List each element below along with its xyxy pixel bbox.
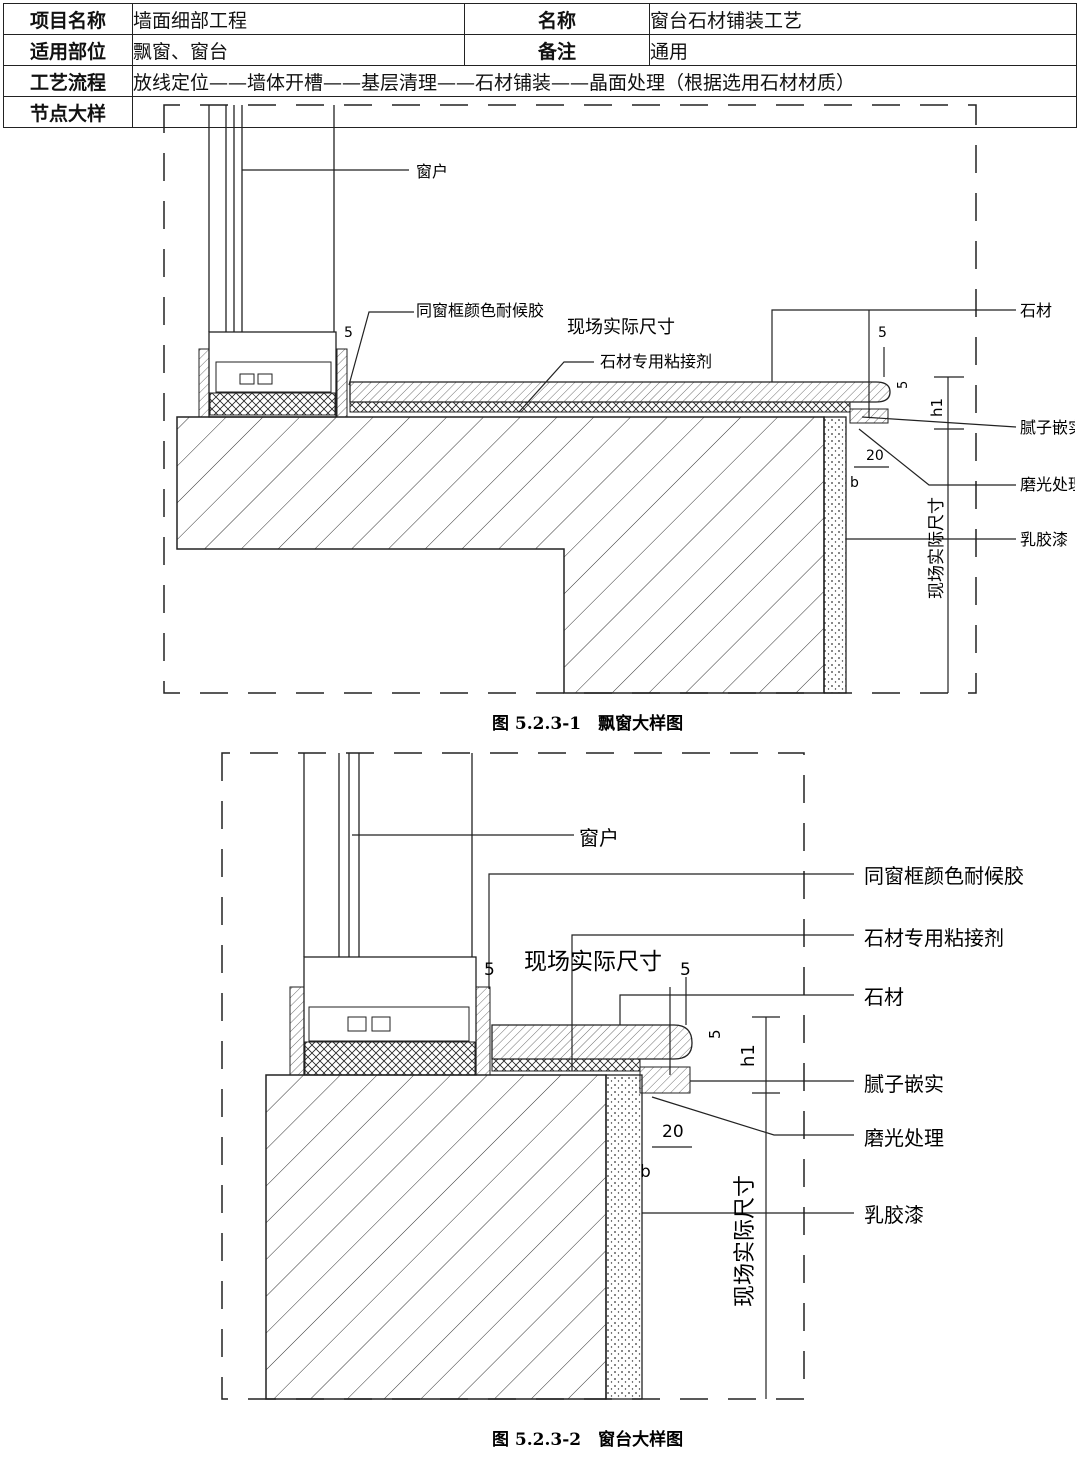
process-label: 工艺流程: [3, 65, 133, 97]
fig2-polish-label: 磨光处理: [864, 1126, 944, 1150]
fig1-h1: h1: [928, 398, 946, 417]
fig1-site-size-v: 现场实际尺寸: [927, 497, 947, 599]
fig2-window-label: 窗户: [579, 826, 619, 850]
fig2-caption: 图 5.2.3-2 窗台大样图: [492, 1429, 683, 1450]
fig1-dim5c: 5: [896, 381, 911, 389]
name-value: 窗台石材铺装工艺: [649, 3, 1077, 35]
name-label: 名称: [464, 3, 650, 35]
fig1-latex-label: 乳胶漆: [1020, 530, 1068, 549]
scope-label: 适用部位: [3, 34, 133, 66]
detail-drawings: 窗户 同窗框颜色耐候胶 现场实际尺寸 石材专用粘接剂 石材 腻子嵌实 磨光处理 …: [163, 104, 1075, 1450]
spec-table: 项目名称 墙面细部工程 名称 窗台石材铺装工艺 适用部位 飘窗、窗台 备注 通用…: [3, 3, 1077, 1450]
figure2-drawing: 窗户 同窗框颜色耐候胶 石材专用粘接剂 现场实际尺寸 石材 腻子嵌实 磨光处理 …: [221, 752, 1024, 1450]
remark-label: 备注: [464, 34, 650, 66]
fig2-dim5c: 5: [706, 1029, 724, 1039]
project-name-label: 项目名称: [3, 3, 133, 35]
fig1-dim20: 20: [866, 448, 884, 464]
fig2-latex-label: 乳胶漆: [864, 1203, 924, 1227]
fig2-dim20: 20: [662, 1122, 684, 1142]
fig1-b: b: [850, 475, 859, 491]
fig2-dim5b: 5: [680, 960, 691, 980]
project-name-value: 墙面细部工程: [132, 3, 465, 35]
fig2-site-size-v: 现场实际尺寸: [733, 1175, 758, 1307]
remark-value: 通用: [649, 34, 1077, 66]
fig2-stone-label: 石材: [864, 985, 904, 1009]
fig2-putty-label: 腻子嵌实: [864, 1072, 944, 1096]
node-label: 节点大样: [3, 96, 133, 128]
fig1-dim5b: 5: [878, 325, 887, 341]
row-project: 项目名称 墙面细部工程 名称 窗台石材铺装工艺: [3, 3, 1077, 35]
spec-sheet: 项目名称 墙面细部工程 名称 窗台石材铺装工艺 适用部位 飘窗、窗台 备注 通用…: [3, 3, 1077, 1478]
figure1-drawing: 窗户 同窗框颜色耐候胶 现场实际尺寸 石材专用粘接剂 石材 腻子嵌实 磨光处理 …: [163, 104, 1075, 734]
fig1-putty-label: 腻子嵌实: [1020, 418, 1075, 437]
fig1-stone-label: 石材: [1020, 301, 1052, 320]
fig1-dim5a: 5: [344, 325, 353, 341]
fig1-window-label: 窗户: [416, 162, 448, 181]
fig1-sealant-label: 同窗框颜色耐候胶: [416, 301, 544, 320]
row-node: 节点大样: [3, 96, 1077, 1450]
process-value: 放线定位——墙体开槽——基层清理——石材铺装——晶面处理（根据选用石材材质）: [132, 65, 1077, 97]
row-scope: 适用部位 飘窗、窗台 备注 通用: [3, 34, 1077, 66]
fig2-adhesive-label: 石材专用粘接剂: [864, 926, 1004, 950]
drawing-cell: 窗户 同窗框颜色耐候胶 现场实际尺寸 石材专用粘接剂 石材 腻子嵌实 磨光处理 …: [132, 96, 1077, 1450]
fig1-adhesive-label: 石材专用粘接剂: [600, 352, 712, 371]
scope-value: 飘窗、窗台: [132, 34, 465, 66]
fig1-polish-label: 磨光处理: [1020, 475, 1075, 494]
fig1-caption: 图 5.2.3-1 飘窗大样图: [492, 713, 683, 734]
fig2-sealant-label: 同窗框颜色耐候胶: [864, 864, 1024, 888]
fig1-site-size-label: 现场实际尺寸: [567, 317, 675, 338]
fig2-dim5a: 5: [484, 960, 495, 980]
fig2-site-size-label: 现场实际尺寸: [524, 949, 662, 975]
row-process: 工艺流程 放线定位——墙体开槽——基层清理——石材铺装——晶面处理（根据选用石材…: [3, 65, 1077, 97]
fig2-b: b: [640, 1162, 651, 1182]
fig2-h1: h1: [738, 1044, 759, 1067]
